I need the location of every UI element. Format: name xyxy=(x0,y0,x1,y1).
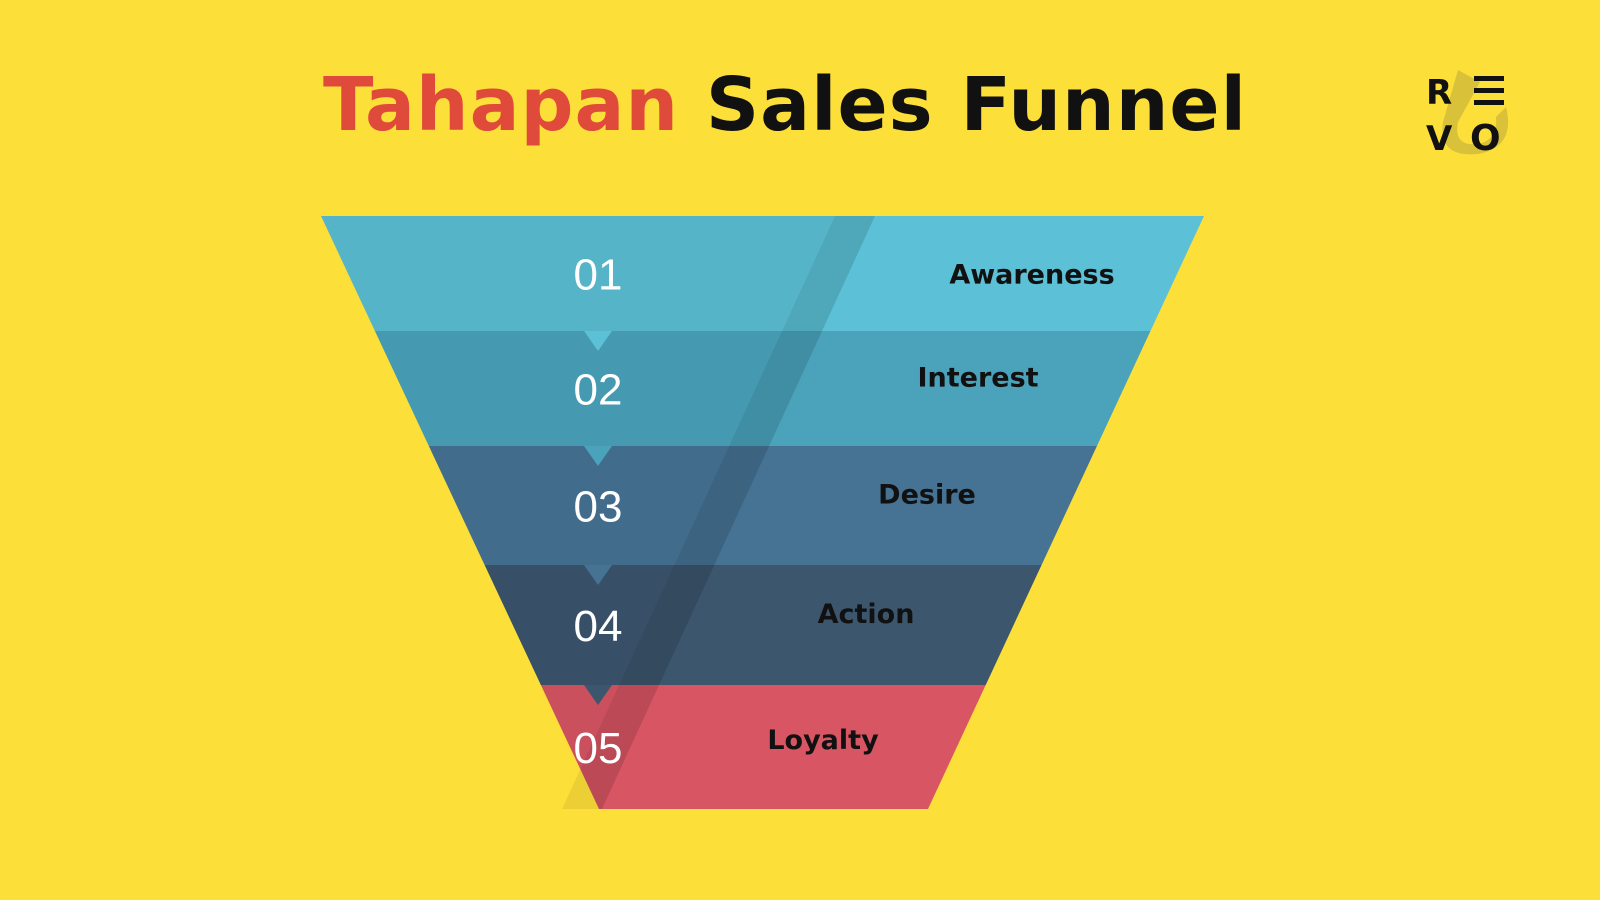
stage-label: Desire xyxy=(878,480,976,511)
funnel-stage-5: 05 Loyalty xyxy=(540,685,986,809)
page-title: Tahapan Sales Funnel xyxy=(0,62,1570,148)
stage-band xyxy=(428,446,1097,565)
stage-label: Loyalty xyxy=(767,725,879,756)
stage-number: 01 xyxy=(574,251,623,300)
stage-notch-arrow-icon xyxy=(584,565,612,585)
stage-fold-edge xyxy=(782,216,875,331)
stage-fold-edge xyxy=(562,685,660,809)
funnel-stage-4: 04 Action xyxy=(484,565,1042,685)
stage-fold-edge xyxy=(674,446,770,565)
revo-logo-icon: R V O xyxy=(1426,70,1509,159)
title-highlight: Tahapan xyxy=(323,62,680,148)
stage-band xyxy=(540,685,986,809)
stage-fold-shade xyxy=(428,446,770,565)
stage-notch-arrow-icon xyxy=(584,446,612,466)
stage-number: 05 xyxy=(574,724,623,773)
funnel-stage-1: 01 Awareness xyxy=(321,216,1204,331)
funnel-stage-2: 02 Interest xyxy=(374,331,1151,446)
svg-text:V: V xyxy=(1426,119,1453,159)
title-rest: Sales Funnel xyxy=(705,62,1247,148)
stage-label: Interest xyxy=(917,363,1038,394)
svg-text:R: R xyxy=(1426,73,1452,113)
stage-fold-shade xyxy=(540,685,660,809)
stage-label: Action xyxy=(818,599,915,630)
stage-fold-shade xyxy=(374,331,823,446)
svg-text:O: O xyxy=(1470,118,1501,159)
stage-fold-edge xyxy=(729,331,823,446)
stage-notch-arrow-icon xyxy=(584,331,612,351)
stage-label: Awareness xyxy=(949,260,1114,291)
funnel-stage-3: 03 Desire xyxy=(428,446,1097,565)
stage-number: 04 xyxy=(574,602,623,651)
stage-number: 03 xyxy=(574,483,623,532)
stage-band xyxy=(484,565,1042,685)
stage-fold-edge xyxy=(619,565,715,685)
stage-band xyxy=(321,216,1204,331)
stage-number: 02 xyxy=(574,366,623,415)
stage-fold-shade xyxy=(484,565,715,685)
stage-notch-arrow-icon xyxy=(584,685,612,705)
stage-band xyxy=(374,331,1151,446)
stage-fold-shade xyxy=(321,216,875,331)
